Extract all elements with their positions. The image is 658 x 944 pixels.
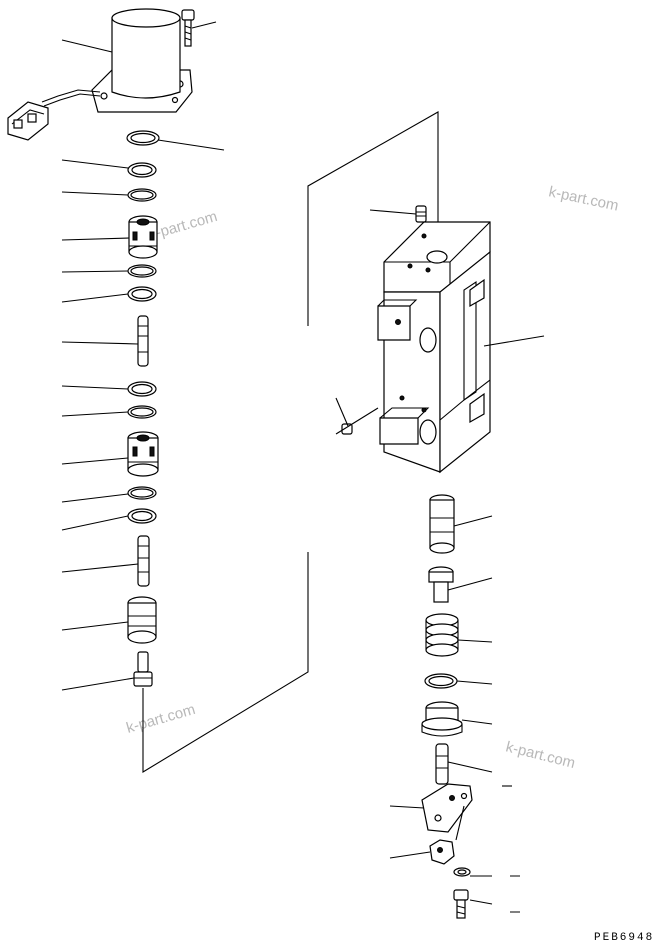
plug-part: [133, 651, 153, 687]
sleeve-part: [127, 431, 159, 477]
nut-part: [429, 839, 455, 865]
sleeve-part: [127, 596, 157, 644]
watermark-left-lower: k-part.com: [124, 701, 197, 737]
assembly-link-lines: [142, 111, 439, 773]
cover-plate-part: [421, 783, 473, 833]
leader-lines-right: [335, 209, 545, 913]
o-ring-part: [424, 673, 458, 689]
solenoid-bolt-part: [181, 9, 195, 47]
cap-part: [421, 701, 463, 737]
spring-part: [425, 613, 459, 657]
solenoid-part: [7, 8, 193, 141]
o-ring-part: [127, 405, 157, 419]
valve-body-part: [377, 221, 491, 474]
drawing-code: PEB6948: [594, 932, 654, 944]
backup-ring-part: [127, 508, 157, 524]
backup-ring-part: [127, 381, 157, 397]
watermark-top-right: k-part.com: [547, 183, 620, 214]
plug-small-part: [415, 205, 427, 223]
o-ring-part: [127, 486, 157, 500]
spool-part: [137, 535, 150, 587]
leader-lines-left: [61, 21, 225, 691]
backup-ring-part: [127, 162, 157, 178]
washer-part: [453, 867, 471, 877]
spool-part: [137, 315, 149, 367]
o-ring-part: [127, 188, 157, 202]
stem-part: [435, 743, 449, 785]
o-ring-part: [127, 264, 157, 278]
backup-ring-part: [127, 286, 157, 302]
spool-part: [429, 494, 455, 554]
sleeve-part: [128, 215, 158, 259]
watermark-bottom-right: k-part.com: [504, 738, 577, 772]
retainer-part: [428, 566, 454, 603]
bolt-part: [453, 889, 469, 919]
